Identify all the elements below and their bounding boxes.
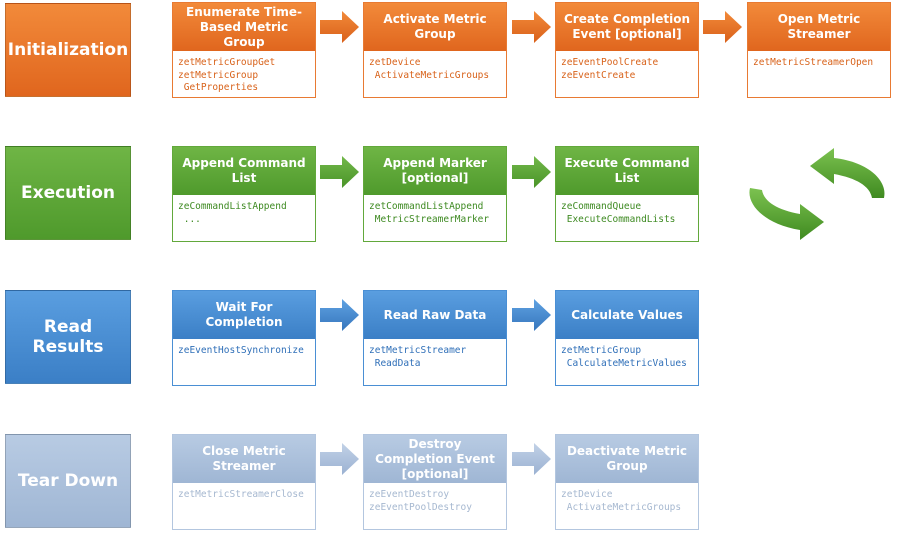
- card-code: zetMetricStreamerClose: [178, 489, 304, 500]
- card-title: Create Completion Event [optional]: [556, 3, 698, 51]
- card-code: zeEventHostSynchronize: [178, 345, 304, 356]
- card-code: zeEventPoolCreate zeEventCreate: [561, 57, 659, 81]
- card-title: Execute Command List: [556, 147, 698, 195]
- card-code: zetDevice ActivateMetricGroups: [561, 489, 682, 513]
- stage-tear-down: Tear Down: [5, 434, 131, 528]
- card-enumerate-metric-group: Enumerate Time-Based Metric Group zetMet…: [172, 2, 316, 98]
- card-code: zetMetricGroupGet zetMetricGroup GetProp…: [178, 57, 276, 93]
- card-title: Close Metric Streamer: [173, 435, 315, 483]
- cycle-arrows-icon: [749, 148, 885, 240]
- card-wait-for-completion: Wait For Completion zeEventHostSynchroni…: [172, 290, 316, 386]
- arrow-right-icon: [320, 11, 359, 43]
- arrow-right-icon: [512, 156, 551, 188]
- card-code: zetMetricStreamer ReadData: [369, 345, 467, 369]
- card-calculate-values: Calculate Values zetMetricGroup Calculat…: [555, 290, 699, 386]
- stage-initialization: Initialization: [5, 3, 131, 97]
- card-code: zetCommandListAppend MetricStreamerMarke…: [369, 201, 490, 225]
- card-title: Read Raw Data: [364, 291, 506, 339]
- card-open-metric-streamer: Open Metric Streamer zetMetricStreamerOp…: [747, 2, 891, 98]
- arrow-right-icon: [512, 443, 551, 475]
- arrow-right-icon: [320, 299, 359, 331]
- card-append-command-list: Append Command List zeCommandListAppend …: [172, 146, 316, 242]
- arrow-right-icon: [320, 156, 359, 188]
- card-code: zetMetricStreamerOpen: [753, 57, 874, 68]
- card-append-marker: Append Marker [optional] zetCommandListA…: [363, 146, 507, 242]
- card-title: Calculate Values: [556, 291, 698, 339]
- arrow-right-icon: [703, 11, 742, 43]
- card-title: Open Metric Streamer: [748, 3, 890, 51]
- card-title: Append Marker [optional]: [364, 147, 506, 195]
- arrow-right-icon: [320, 443, 359, 475]
- card-title: Activate Metric Group: [364, 3, 506, 51]
- card-read-raw-data: Read Raw Data zetMetricStreamer ReadData: [363, 290, 507, 386]
- card-close-metric-streamer: Close Metric Streamer zetMetricStreamerC…: [172, 434, 316, 530]
- arrow-right-icon: [512, 299, 551, 331]
- card-title: Deactivate Metric Group: [556, 435, 698, 483]
- card-deactivate-metric-group: Deactivate Metric Group zetDevice Activa…: [555, 434, 699, 530]
- stage-read-results: Read Results: [5, 290, 131, 384]
- stage-execution: Execution: [5, 146, 131, 240]
- card-title: Append Command List: [173, 147, 315, 195]
- card-code: zeCommandQueue ExecuteCommandLists: [561, 201, 676, 225]
- card-code: zeCommandListAppend ...: [178, 201, 287, 225]
- card-title: Destroy Completion Event [optional]: [364, 435, 506, 483]
- card-destroy-completion-event: Destroy Completion Event [optional] zeEv…: [363, 434, 507, 530]
- card-activate-metric-group: Activate Metric Group zetDevice Activate…: [363, 2, 507, 98]
- card-code: zetMetricGroup CalculateMetricValues: [561, 345, 687, 369]
- card-create-completion-event: Create Completion Event [optional] zeEve…: [555, 2, 699, 98]
- card-title: Enumerate Time-Based Metric Group: [173, 3, 315, 51]
- arrow-right-icon: [512, 11, 551, 43]
- card-execute-command-list: Execute Command List zeCommandQueue Exec…: [555, 146, 699, 242]
- card-title: Wait For Completion: [173, 291, 315, 339]
- card-code: zeEventDestroy zeEventPoolDestroy: [369, 489, 472, 513]
- card-code: zetDevice ActivateMetricGroups: [369, 57, 490, 81]
